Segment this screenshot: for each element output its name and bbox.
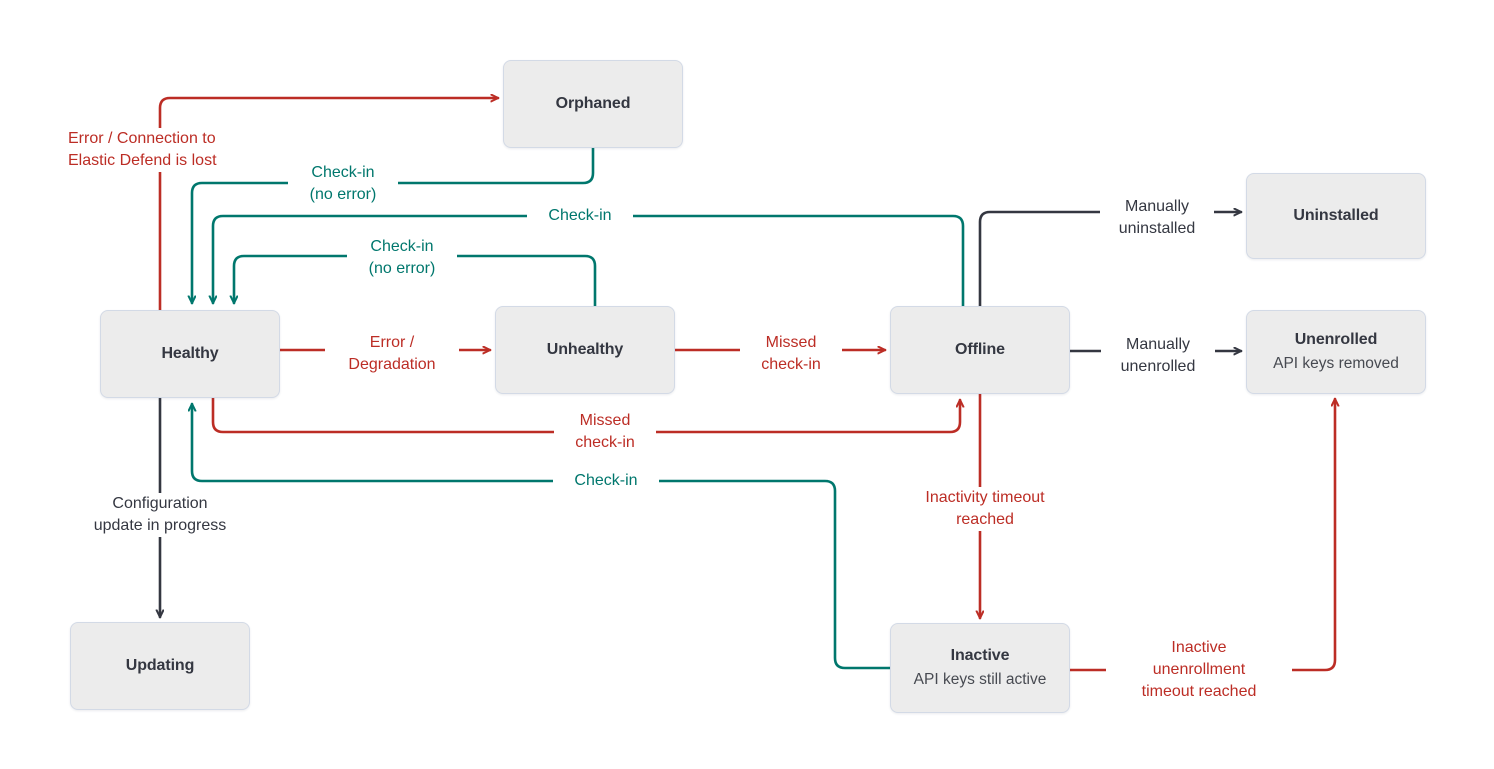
- node-healthy[interactable]: Healthy: [100, 310, 280, 398]
- node-unenrolled[interactable]: Unenrolled API keys removed: [1246, 310, 1426, 394]
- edge-label-unhealthy-to-healthy: Check-in (no error): [347, 236, 457, 280]
- edge-label-offline-to-healthy: Check-in: [527, 205, 633, 227]
- edge-label-offline-to-uninstalled: Manually uninstalled: [1100, 196, 1214, 240]
- node-title: Unenrolled: [1294, 330, 1378, 348]
- node-subtitle: API keys removed: [1273, 354, 1399, 372]
- node-unhealthy[interactable]: Unhealthy: [495, 306, 675, 394]
- node-title: Updating: [125, 657, 195, 674]
- edge-label-healthy-to-unhealthy: Error / Degradation: [325, 332, 459, 376]
- edge-offline-to-uninstalled: [978, 212, 1243, 308]
- edge-label-inactive-to-unenrolled: Inactive unenrollment timeout reached: [1106, 637, 1292, 703]
- node-offline[interactable]: Offline: [890, 306, 1070, 394]
- edge-label-inactive-to-healthy: Check-in: [553, 470, 659, 492]
- node-title: Offline: [955, 341, 1005, 358]
- edge-inactive-to-healthy: [192, 402, 892, 670]
- node-title: Unhealthy: [546, 341, 624, 358]
- node-uninstalled[interactable]: Uninstalled: [1246, 173, 1426, 259]
- node-title: Inactive: [950, 646, 1010, 664]
- node-inactive[interactable]: Inactive API keys still active: [890, 623, 1070, 713]
- node-title: Orphaned: [555, 95, 631, 112]
- edge-label-offline-to-unenrolled: Manually unenrolled: [1101, 334, 1215, 378]
- edge-label-healthy-to-orphaned: Error / Connection to Elastic Defend is …: [63, 128, 259, 172]
- node-title: Healthy: [161, 345, 219, 362]
- node-title: Uninstalled: [1293, 207, 1379, 224]
- edge-label-healthy-to-offline: Missed check-in: [554, 410, 656, 454]
- node-updating[interactable]: Updating: [70, 622, 250, 710]
- edge-inactive-to-unenrolled: [1068, 397, 1335, 672]
- edge-label-healthy-to-updating: Configuration update in progress: [68, 493, 252, 537]
- node-orphaned[interactable]: Orphaned: [503, 60, 683, 148]
- edge-label-unhealthy-to-offline: Missed check-in: [740, 332, 842, 376]
- edge-label-orphaned-to-healthy: Check-in (no error): [288, 162, 398, 206]
- edge-healthy-to-orphaned: [158, 98, 500, 312]
- edge-label-offline-to-inactive: Inactivity timeout reached: [888, 487, 1082, 531]
- node-subtitle: API keys still active: [913, 670, 1047, 688]
- edge-offline-to-healthy: [213, 214, 965, 308]
